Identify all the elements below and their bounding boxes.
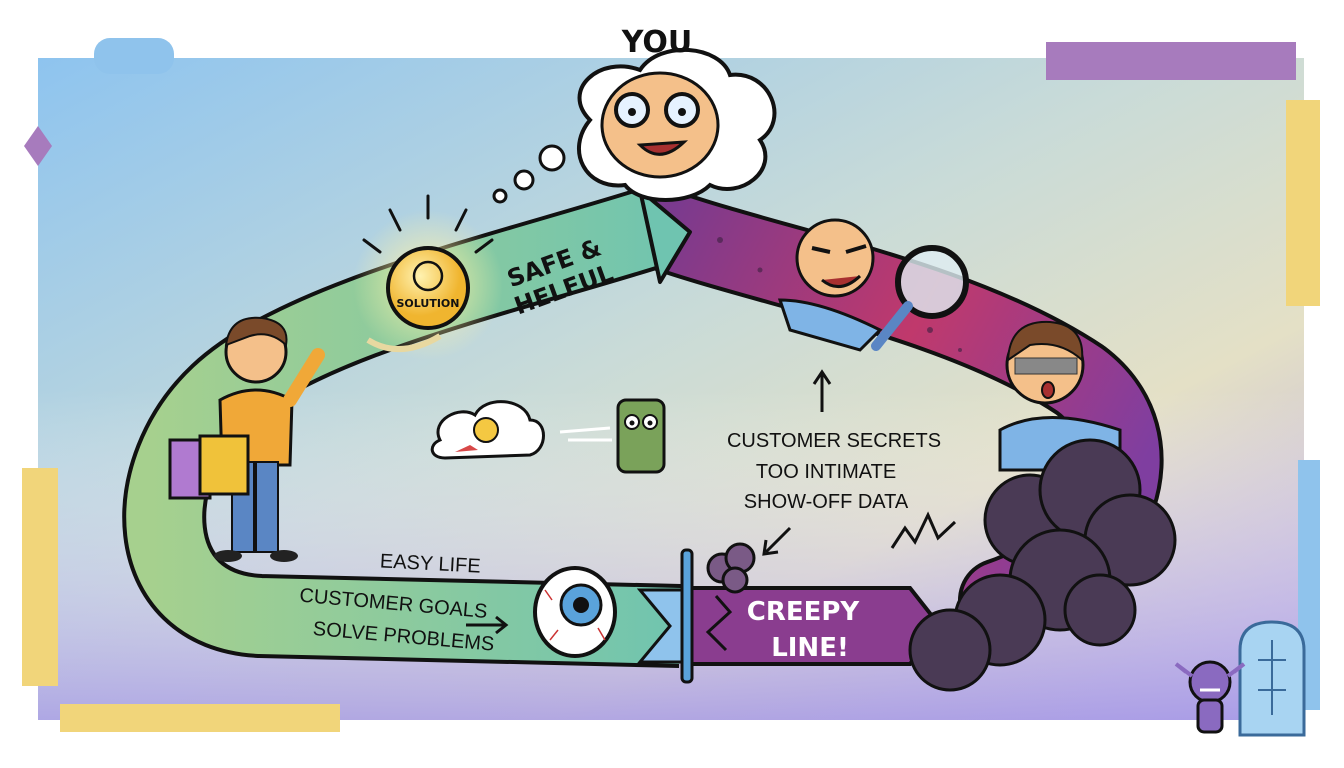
creepy-line-pole bbox=[680, 548, 694, 684]
decor-diamond bbox=[24, 126, 52, 166]
hero-on-cloud bbox=[430, 400, 545, 460]
easy-life-label: EASY LIFE bbox=[379, 550, 481, 577]
svg-text:CUSTOMER SECRETS: CUSTOMER SECRETS bbox=[727, 430, 941, 452]
happy-shopper bbox=[168, 316, 325, 562]
decor-yellow-bar bbox=[1286, 100, 1320, 306]
crack-icon bbox=[705, 595, 733, 652]
zigzag-icon bbox=[890, 511, 957, 549]
arrow-down-icon bbox=[762, 526, 792, 556]
small-smoke-puff bbox=[706, 542, 756, 594]
decor-blue-tab bbox=[94, 38, 174, 74]
lightbulb-icon bbox=[353, 194, 503, 360]
customer-secrets-label: CUSTOMER SECRETS TOO INTIMATE SHOW-OFF D… bbox=[727, 430, 941, 513]
you-title: YOU bbox=[621, 25, 693, 60]
goblin-with-tombstone bbox=[1174, 620, 1306, 737]
creepy-line-label: CREEPY LINE! bbox=[747, 597, 861, 663]
you-face bbox=[600, 71, 720, 179]
solution-label: SOLUTION bbox=[397, 297, 460, 310]
arrow-icon bbox=[466, 615, 509, 635]
decor-yellow-bar-left bbox=[22, 468, 58, 686]
dark-smoke-cloud bbox=[908, 438, 1177, 692]
svg-text:LINE!: LINE! bbox=[771, 633, 849, 663]
svg-text:SHOW-OFF DATA: SHOW-OFF DATA bbox=[744, 491, 909, 513]
svg-text:CREEPY: CREEPY bbox=[747, 597, 861, 627]
decor-yellow-bottom bbox=[60, 704, 340, 732]
decor-purple-bar bbox=[1046, 42, 1296, 80]
green-monster bbox=[559, 398, 666, 474]
svg-text:TOO INTIMATE: TOO INTIMATE bbox=[756, 461, 896, 483]
arrow-up-icon bbox=[812, 369, 832, 412]
eyeball-icon bbox=[533, 566, 617, 658]
snooping-man bbox=[777, 218, 969, 352]
